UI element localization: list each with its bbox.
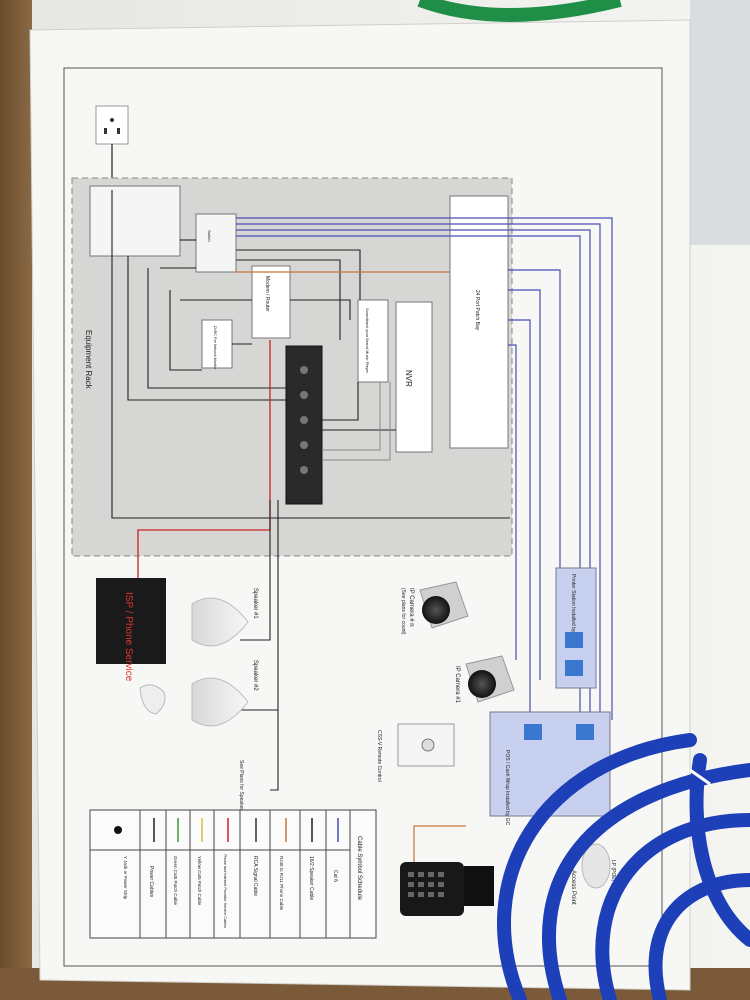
modem-router [251,265,291,339]
remote-control-label: CSS-V Remote Control [376,730,382,782]
box-top-right [690,0,750,245]
patch-bay [449,195,509,449]
blue-cable-coil [497,733,750,1000]
access-point [581,843,611,889]
power-strip [89,185,181,257]
ip-camera-n [419,581,469,629]
modem-router-label: Modem / Router [264,276,270,312]
schedule-title: Cable Symbol Schedule [356,836,362,901]
ip-camera-1-label: IP Camera #1 [454,666,460,704]
soundtrack-label: Soundtrack your Brand Music Player [365,308,370,374]
ip-camera-n-sub-label: (See plans for count) [400,588,406,635]
switch-box [195,213,237,273]
nvr-label: NVR [404,370,413,387]
keypad [400,862,494,916]
outlet [95,105,129,145]
green-cable [417,0,622,22]
schedule-row-7: Green Cat5 Patch Cable [173,856,178,906]
y-jack [139,684,166,715]
speaker-1-label: Speaker #1 [252,588,258,619]
schedule-row-5: Phone and Internet Provider Service Cabl… [223,854,227,928]
speaker-1 [191,597,249,647]
access-point-label: Access Point [570,870,576,905]
isp-label: ISP / Phone Service [123,592,134,682]
ap-poe-label: LP (POE) [610,860,616,882]
patch-bay-label: 24 Port Patch Bay [474,290,480,331]
soundtrack-player [357,299,389,383]
schedule-row-9: Y Jack or Power Strip [123,856,128,900]
wood-frame-left [0,0,32,1000]
speaker-2 [191,677,249,727]
dvr-box [201,319,233,369]
schedule-row-2: 16/2 Speaker Cable [308,856,314,900]
speaker-2-label: Speaker #2 [252,660,258,691]
schedule-row-6: Yellow Cat5 Patch Cable [197,856,202,906]
schedule-row-4: RCA Signal Cable [252,856,258,896]
ip-camera-1 [465,655,515,703]
isp-phone-service-box [96,578,166,664]
pos-label: POS / Cash Wrap Installed by GC [504,750,510,826]
printer-station-label: Printer Station Installed by GC [570,574,576,642]
ip-camera-n-label: IP Camera # n [408,588,414,627]
cable-schedule-table: Cable Symbol Schedule Cat 6 16/2 Speaker… [89,809,377,939]
schedule-row-8: Power Cables [148,866,154,898]
nvr [395,301,433,453]
schedule-row-1: Cat 6 [332,870,338,882]
switch-label: Switch [207,230,212,242]
schedule-row-3: RJ45 to RJ11 Phone Cable [279,856,284,911]
equipment-rack-label: Equipment Rack [84,330,93,390]
see-plans-label: See Plans for Speaker Count [238,760,244,825]
dvr-label: DVRC Fire Network Monitor [213,326,217,370]
